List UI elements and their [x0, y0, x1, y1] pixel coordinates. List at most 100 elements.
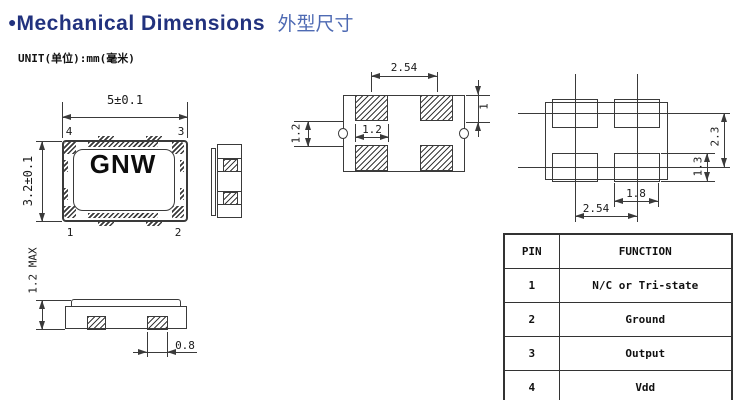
- ext-line: [62, 102, 63, 138]
- side-body-profile: [65, 306, 187, 329]
- arrowhead: [39, 300, 45, 309]
- bottom-pad-hatched: [87, 316, 106, 330]
- pin-2-label: 2: [174, 226, 182, 239]
- page-title: ●Mechanical Dimensions 外型尺寸: [8, 9, 354, 36]
- corner-castellation: [64, 142, 76, 154]
- ext-line: [36, 329, 65, 330]
- dim-bottom-pad-width-label: 0.8: [175, 339, 195, 352]
- arrowhead: [475, 122, 481, 131]
- dim-line: [42, 300, 43, 330]
- table-row-pin2: 2 Ground: [503, 302, 733, 337]
- divider-line: [218, 158, 241, 159]
- ext-line: [355, 124, 356, 142]
- ext-line: [187, 102, 188, 138]
- ext-line: [658, 183, 659, 207]
- arrowhead: [39, 321, 45, 330]
- ext-line: [388, 124, 389, 142]
- pin-cell: 4: [503, 370, 560, 400]
- ext-line: [147, 332, 148, 357]
- centerline: [637, 74, 638, 222]
- arrowhead: [39, 213, 45, 222]
- edge-strip: [88, 142, 158, 147]
- title-bullet-icon: ●: [8, 14, 17, 30]
- arrowhead: [721, 158, 727, 167]
- title-zh: 外型尺寸: [277, 14, 354, 35]
- centerline: [518, 167, 730, 168]
- pin-cell: 2: [503, 302, 560, 337]
- castellation-pad: [223, 159, 238, 172]
- pin-cell: 1: [503, 268, 560, 303]
- pin-cell: 3: [503, 336, 560, 371]
- arrowhead: [628, 213, 637, 219]
- arrowhead: [167, 349, 176, 355]
- centerline: [518, 113, 730, 114]
- ext-line: [661, 153, 715, 154]
- ext-line: [36, 221, 62, 222]
- arrowhead: [305, 121, 311, 130]
- ext-line: [371, 72, 372, 92]
- title-en: Mechanical Dimensions: [16, 12, 266, 35]
- bottom-pad-hatched: [147, 316, 168, 330]
- solder-pad-hatched: [420, 95, 453, 121]
- arrowhead: [62, 114, 71, 120]
- ext-line: [294, 121, 343, 122]
- edge-notch: [459, 128, 469, 139]
- arrowhead: [649, 198, 658, 204]
- dim-line: [355, 137, 389, 138]
- dim-line: [575, 216, 637, 217]
- arrowhead: [575, 213, 584, 219]
- dim-line: [478, 80, 479, 137]
- arrowhead: [355, 134, 364, 140]
- edge-mark: [180, 160, 184, 172]
- dim-land-pitch-x-label: 2.54: [582, 202, 610, 215]
- pin-3-label: 3: [177, 125, 185, 138]
- edge-mark: [64, 160, 68, 172]
- arrowhead: [305, 138, 311, 147]
- dim-line: [62, 117, 188, 118]
- arrowhead: [721, 113, 727, 122]
- arrowhead: [614, 198, 623, 204]
- pin-column-header: PIN: [503, 233, 560, 269]
- edge-mark: [64, 188, 68, 200]
- dim-body-height-label: 3.2±0.1: [21, 155, 35, 207]
- ext-line: [36, 300, 71, 301]
- dim-land-pad-height-label: 1.3: [691, 156, 705, 177]
- castellation-pad: [223, 192, 238, 205]
- centerline: [575, 74, 576, 222]
- solder-pad-hatched: [355, 95, 388, 121]
- table-row-pin3: 3 Output: [503, 336, 733, 371]
- ext-line: [294, 146, 343, 147]
- function-column-header: FUNCTION: [558, 233, 733, 269]
- unit-note: UNIT(单位):mm(毫米): [18, 52, 135, 65]
- dim-height-max-label: 1.2 MAX: [26, 247, 40, 294]
- edge-tab: [146, 136, 162, 140]
- arrowhead: [704, 153, 710, 162]
- solder-pad-hatched: [420, 145, 453, 171]
- solder-pad-hatched: [355, 145, 388, 171]
- arrowhead: [380, 134, 389, 140]
- dim-pad-height-label: 1: [477, 103, 491, 110]
- ext-line: [661, 181, 715, 182]
- dim-land-pad-width-label: 1.8: [626, 187, 646, 200]
- divider-line: [218, 191, 241, 192]
- arrowhead: [371, 73, 380, 79]
- edge-strip: [88, 213, 158, 218]
- arrowhead: [138, 349, 147, 355]
- pin-4-label: 4: [65, 125, 73, 138]
- edge-tab: [146, 222, 162, 226]
- dim-body-width-label: 5±0.1: [106, 93, 144, 107]
- corner-castellation: [172, 142, 184, 154]
- arrowhead: [704, 172, 710, 181]
- dim-line: [724, 113, 725, 167]
- pin-1-label: 1: [66, 226, 74, 239]
- package-lid-outline: [73, 149, 175, 211]
- edge-notch: [338, 128, 348, 139]
- edge-tab: [98, 136, 114, 140]
- dim-line: [42, 141, 43, 222]
- dim-line: [371, 76, 437, 77]
- corner-castellation: [64, 206, 76, 218]
- arrowhead: [39, 141, 45, 150]
- dim-pad-gap-label: 1.2: [289, 123, 303, 144]
- dim-line: [614, 201, 658, 202]
